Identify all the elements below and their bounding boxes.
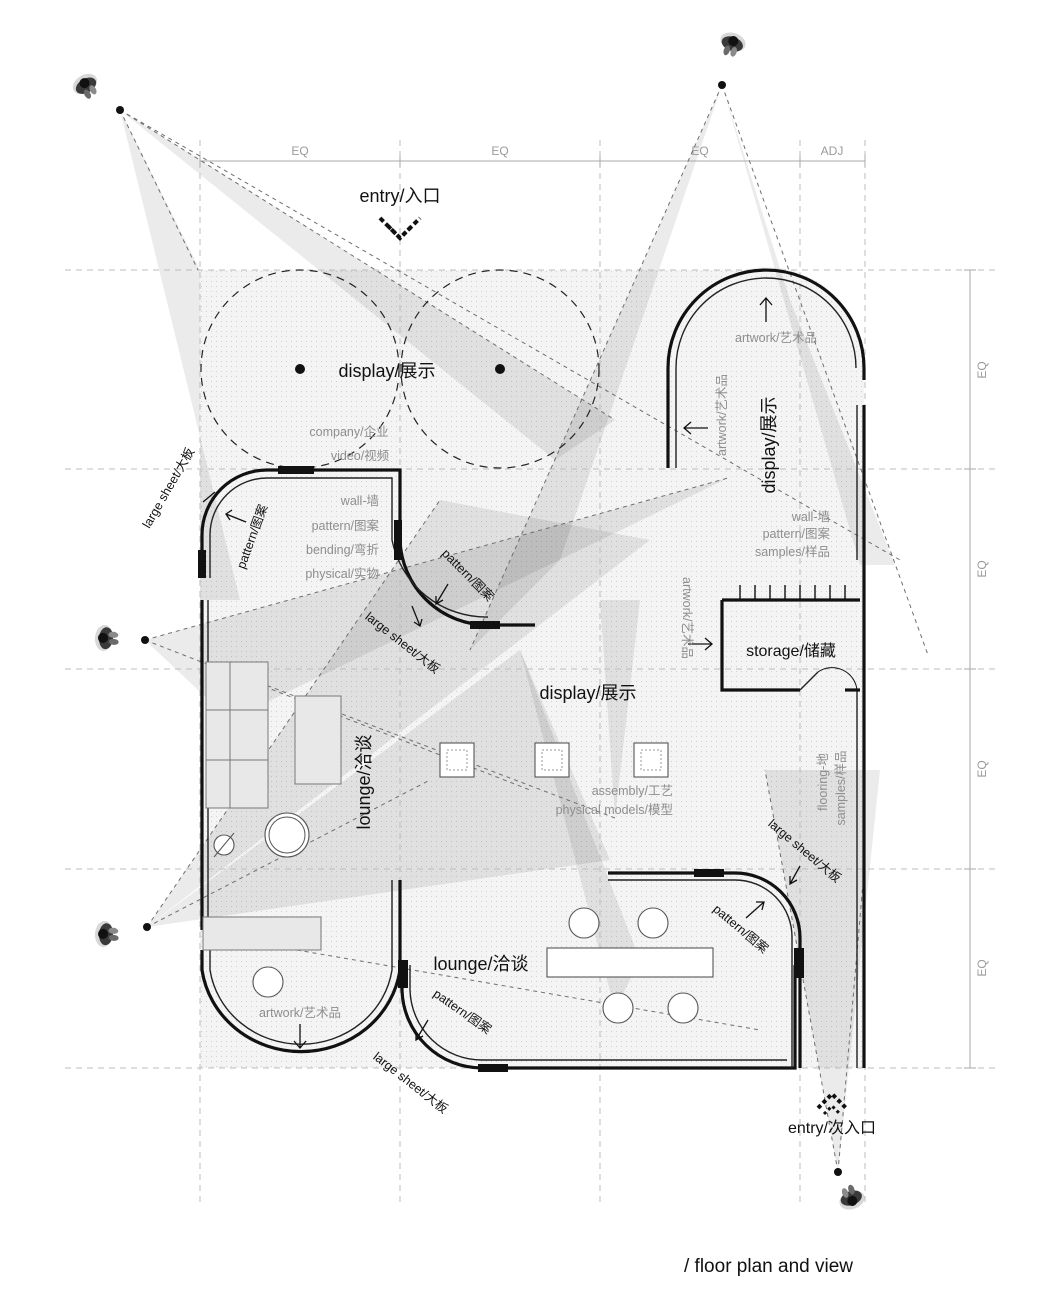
dim-right-1: EQ [975,361,989,378]
lounge-long-table [546,947,714,978]
video-label: video/视频 [331,448,390,463]
model-stand-3 [633,742,669,778]
dim-top-1: EQ [291,144,308,158]
entry-marker-secondary [816,1091,848,1116]
dim-top-4: ADJ [821,144,844,158]
entry-main-label: entry/入口 [359,186,440,206]
entry-secondary-label: entry/次入口 [788,1119,876,1137]
model-stand-2 [534,742,570,778]
display-center-label: display/展示 [539,683,636,703]
physical-models-label: physical models/模型 [556,803,673,817]
viewer-top-left [69,69,104,104]
model-stand-1 [439,742,475,778]
viewers [69,29,868,1213]
furniture [202,661,714,1024]
dim-right-3: EQ [975,760,989,777]
artwork-storage-label: artwork/艺术品 [680,577,694,659]
walls [198,268,866,1072]
flooring-label: flooring-地 [816,753,830,811]
lounge-table [294,695,342,785]
dimension-lines: EQ EQ EQ ADJ EQ EQ EQ EQ [199,144,989,1069]
stool [252,966,284,998]
lounge-bottom-label: lounge/洽谈 [433,954,528,974]
artwork-bl-label: artwork/艺术品 [259,1006,341,1020]
assembly-label: assembly/工艺 [592,784,673,798]
artwork-top-label: artwork/艺术品 [735,331,817,345]
viewer-left-mid [93,624,121,653]
sofa [205,661,269,809]
pattern-right-label: pattern/图案 [763,526,831,541]
dim-right-2: EQ [975,560,989,577]
dim-right-4: EQ [975,959,989,976]
arrows [202,297,801,1049]
large-sheet-left-label: large sheet/大板 [140,445,198,531]
figure-caption: / floor plan and view [684,1256,853,1277]
lounge-left-label: lounge/洽谈 [354,734,374,829]
wall-label: wall-墙 [340,494,379,508]
artwork-side-label: artwork/艺术品 [715,374,729,456]
display-top-label: display/展示 [338,361,435,381]
display-circles [200,269,600,469]
company-label: company/企业 [309,424,388,439]
viewer-left-low [93,920,121,949]
dim-top-3: EQ [691,144,708,158]
bending-label: bending/弯折 [306,542,379,557]
storage-label: storage/储藏 [746,642,836,660]
wall-right-label: wall-墙 [791,510,830,524]
counter [202,916,322,951]
physical-label: physical/实物 [305,566,379,581]
round-table [264,812,310,858]
flooring-samples-label: samples/样品 [833,750,848,825]
samples-right-label: samples/样品 [755,544,830,559]
viewer-top-right [715,29,749,61]
pattern-list-label: pattern/图案 [312,518,380,533]
dim-top-2: EQ [491,144,508,158]
zone-labels: entry/入口 display/展示 display/展示 display/展… [338,186,876,1137]
display-right-label: display/展示 [759,396,779,493]
viewer-bottom-right [834,1181,868,1213]
entry-marker-main [378,216,422,241]
